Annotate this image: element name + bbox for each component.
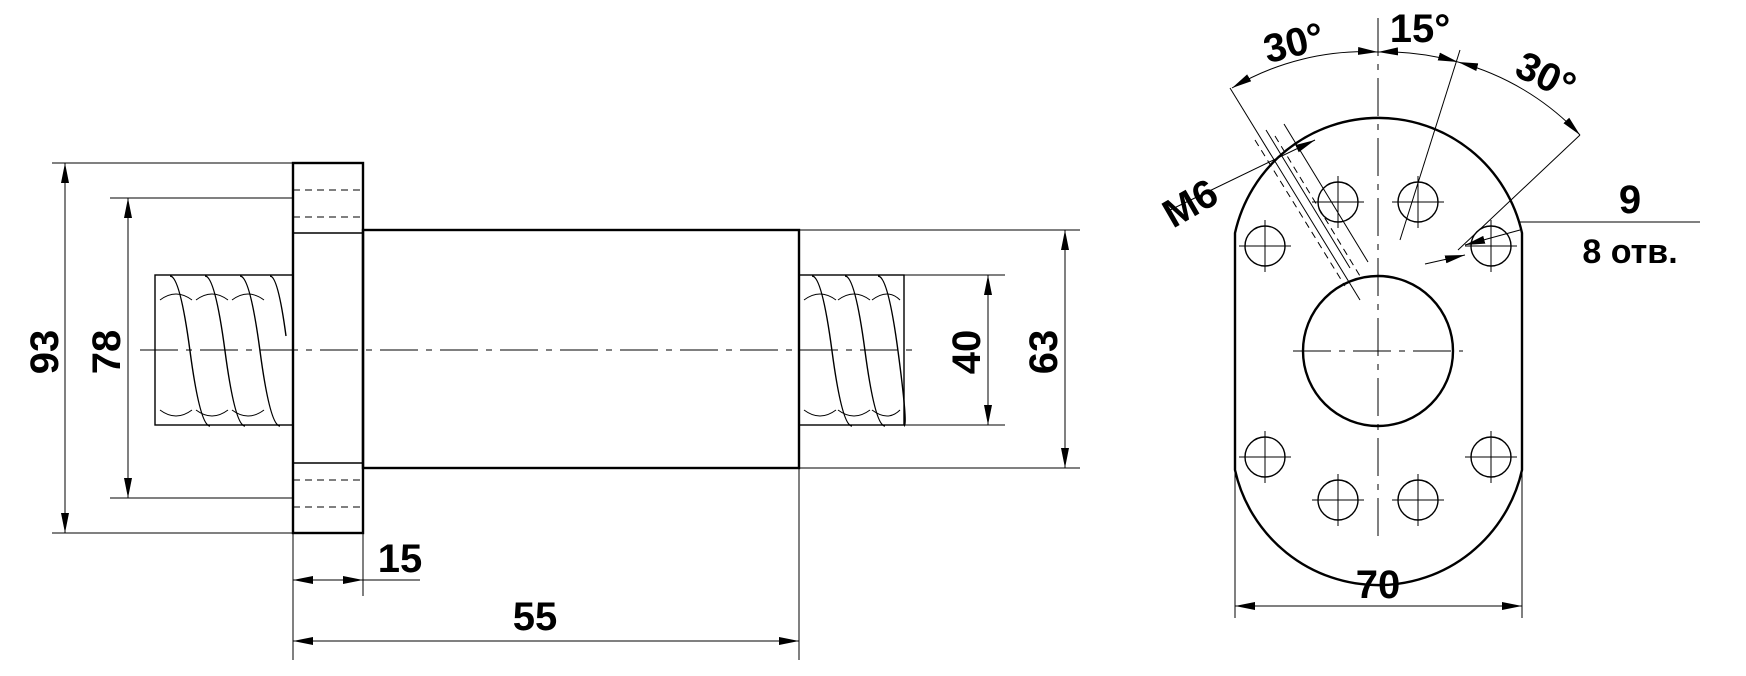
- width-dimension: [1234, 470, 1523, 618]
- m6-label: M6: [1155, 171, 1225, 237]
- bolt-holes: [1239, 176, 1517, 526]
- side-view: 93 78 40 63 15 55: [23, 161, 1080, 660]
- angle-15-label: 15°: [1390, 7, 1451, 51]
- hole-count-label: 8 отв.: [1582, 233, 1677, 271]
- dimension-lines: [61, 163, 1069, 645]
- dim-78-label: 78: [85, 330, 129, 375]
- nut-body: [361, 228, 801, 470]
- front-view: 30° 15° 30° M6 9 8 отв. 70: [1155, 7, 1700, 618]
- hole-dimension-leader: [1424, 221, 1700, 265]
- flange: [291, 161, 365, 535]
- dim-63-label: 63: [1022, 330, 1066, 375]
- dim-40-label: 40: [945, 330, 989, 375]
- extension-lines: [52, 162, 1080, 660]
- dim-70-label: 70: [1356, 563, 1401, 607]
- angle-30-left-label: 30°: [1259, 15, 1328, 72]
- dim-55-label: 55: [513, 595, 558, 639]
- dim-15-label: 15: [378, 537, 423, 581]
- angle-30-right-label: 30°: [1509, 43, 1583, 109]
- screw-thread-right: [798, 274, 906, 427]
- hole-dia-label: 9: [1619, 178, 1641, 222]
- angle-construction: [1231, 46, 1581, 251]
- m6-threaded-hole: [1169, 87, 1369, 301]
- dim-93-label: 93: [23, 330, 67, 375]
